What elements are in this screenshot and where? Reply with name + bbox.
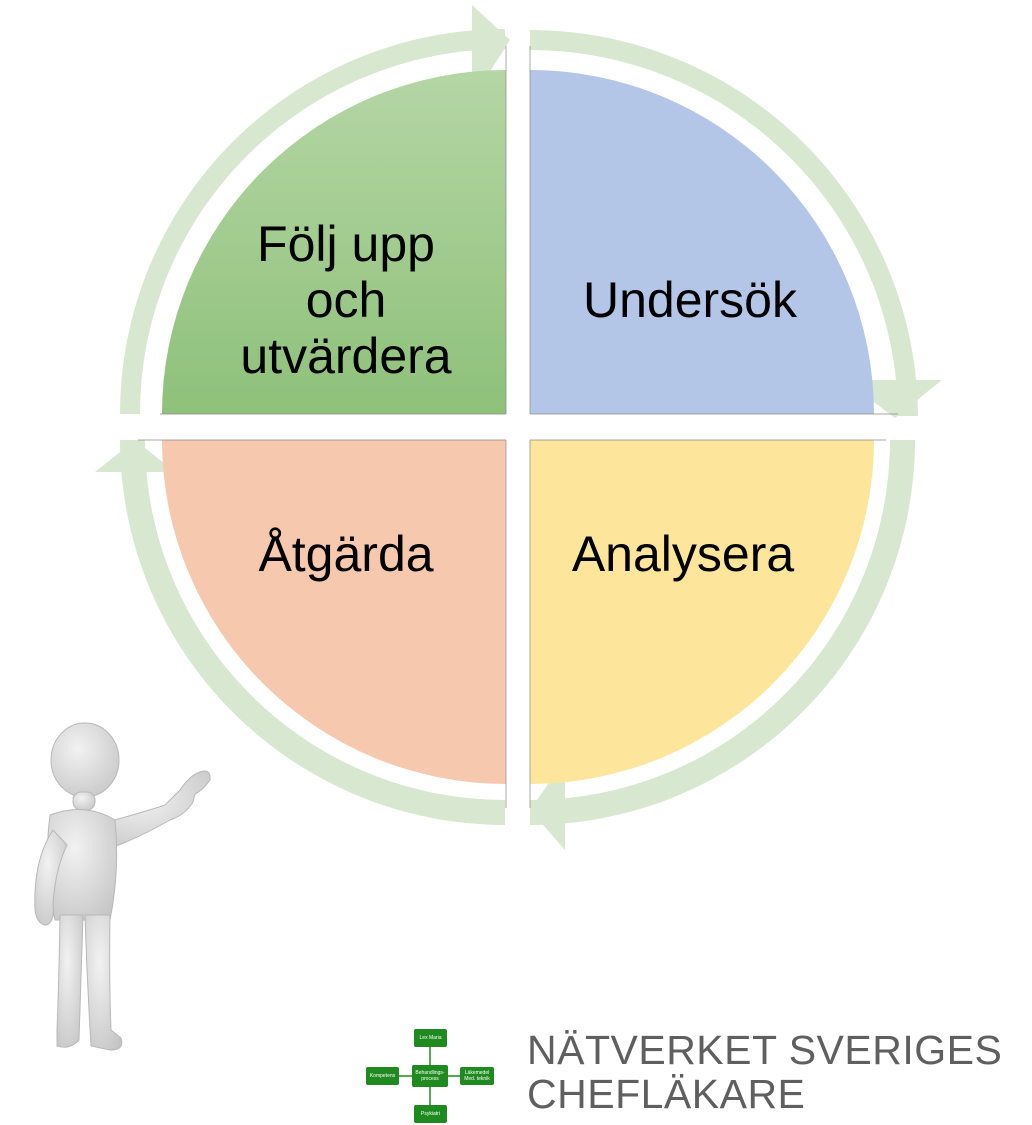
arrow-segment-bottom-right (530, 440, 915, 825)
logo-network-mark: Lex Maria Kompetens Behandlings- process… (362, 1025, 498, 1125)
arrow-segment-bottom-left (120, 440, 505, 825)
quadrant-label-line: Analysera (571, 526, 795, 582)
quadrant-analyze (530, 440, 874, 784)
logo-box-right: Läkemedel Med. teknik (460, 1067, 494, 1085)
quadrant-edges (138, 46, 898, 808)
logo-box-bottom: Psykiatri (414, 1105, 447, 1123)
logo-box-center: Behandlings- process (412, 1065, 448, 1087)
logo-title-line-1: NÄTVERKET SVERIGES (527, 1027, 1003, 1073)
presenter-figure-illustration (34, 722, 211, 1051)
quadrant-label-line: och (305, 272, 387, 328)
quadrant-label-line: utvärdera (240, 328, 452, 384)
logo-box-top: Lex Maria (414, 1029, 447, 1047)
quadrant-follow-up (162, 70, 506, 414)
logo-title-line-2: CHEFLÄKARE (527, 1071, 806, 1117)
quadrant-label-line: Undersök (583, 272, 797, 328)
cycle-arrow-ring (95, 5, 942, 850)
quadrant-label-line: Följ upp (257, 216, 435, 272)
quadrant-label-line: Åtgärda (258, 526, 434, 582)
quadrant-act (162, 440, 506, 784)
arrowhead-left (95, 440, 175, 472)
quadrant-label-follow-up: Följ upp och utvärdera (196, 216, 496, 384)
quadrant-label-analyze: Analysera (533, 526, 833, 582)
logo-natverket-sveriges-chefslakare: Lex Maria Kompetens Behandlings- process… (362, 1025, 1022, 1125)
quadrant-investigate (530, 70, 874, 414)
quadrant-label-act: Åtgärda (196, 526, 496, 582)
quadrant-label-investigate: Undersök (540, 272, 840, 328)
logo-wordmark: NÄTVERKET SVERIGES CHEFLÄKARE (527, 1028, 1002, 1116)
logo-box-left: Kompetens (366, 1067, 399, 1085)
